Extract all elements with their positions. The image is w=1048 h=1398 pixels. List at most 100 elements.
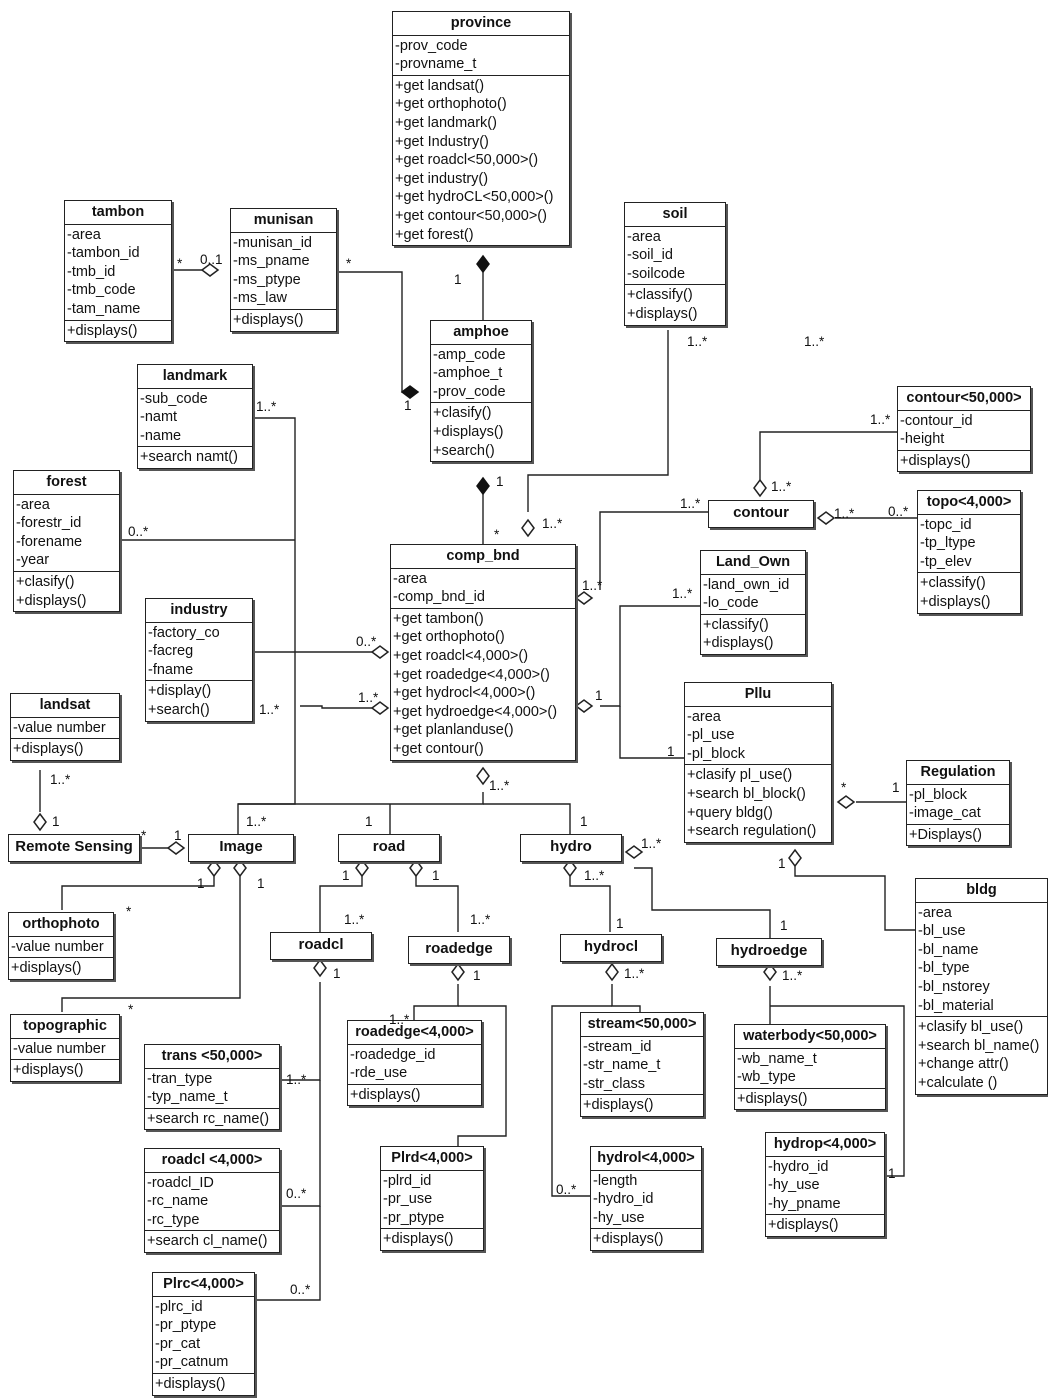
multiplicity-label: 1..* bbox=[782, 968, 803, 983]
class-munisan[interactable]: munisan-munisan_id-ms_pname-ms_ptype-ms_… bbox=[230, 208, 337, 332]
operation-row: +change attr() bbox=[918, 1056, 1009, 1073]
class-attributes: -area-pl_use-pl_block bbox=[685, 707, 831, 766]
class-land-own[interactable]: Land_Own-land_own_id-lo_code+classify()+… bbox=[700, 550, 806, 655]
class-topographic[interactable]: topographic-value number+displays() bbox=[10, 1014, 120, 1082]
attribute-row: -wb_type bbox=[737, 1069, 796, 1086]
class-stream-50000[interactable]: stream<50,000>-stream_id-str_name_t-str_… bbox=[580, 1012, 704, 1117]
attribute-row: -pr_use bbox=[383, 1191, 433, 1208]
class-plrd-4000[interactable]: Plrd<4,000>-plrd_id-pr_use-pr_ptype+disp… bbox=[380, 1146, 484, 1251]
class-name: Land_Own bbox=[701, 551, 805, 575]
multiplicity-label: 1..* bbox=[641, 836, 662, 851]
multiplicity-label: 1..* bbox=[771, 479, 792, 494]
class-landmark[interactable]: landmark-sub_code-namt-name+search namt(… bbox=[137, 364, 253, 469]
operation-row: +displays() bbox=[703, 635, 774, 652]
multiplicity-label: 1..* bbox=[804, 334, 825, 349]
operation-row: +classify() bbox=[627, 287, 693, 304]
class-attributes: -area-comp_bnd_id bbox=[391, 569, 575, 609]
class-topo-4000[interactable]: topo<4,000>-topc_id-tp_ltype-tp_elev+cla… bbox=[917, 490, 1021, 614]
class-orthophoto[interactable]: orthophoto-value number+displays() bbox=[8, 912, 114, 980]
class-name: orthophoto bbox=[9, 913, 113, 937]
multiplicity-label: 1 bbox=[595, 688, 603, 703]
class-province[interactable]: province-prov_code-provname_t+get landsa… bbox=[392, 11, 570, 247]
class-hydrol-4000[interactable]: hydrol<4,000>-length-hydro_id-hy_use+dis… bbox=[590, 1146, 702, 1251]
operation-row: +displays() bbox=[16, 592, 87, 609]
attribute-row: -plrd_id bbox=[383, 1172, 432, 1189]
multiplicity-label: 1 bbox=[580, 814, 588, 829]
class-hydrop-4000[interactable]: hydrop<4,000>-hydro_id-hy_use-hy_pname+d… bbox=[765, 1132, 885, 1237]
attribute-row: -stream_id bbox=[583, 1038, 652, 1055]
box-roadedge[interactable]: roadedge bbox=[408, 936, 510, 964]
class-soil[interactable]: soil-area-soil_id-soilcode+classify()+di… bbox=[624, 202, 726, 326]
class-tambon[interactable]: tambon-area-tambon_id-tmb_id-tmb_code-ta… bbox=[64, 200, 172, 343]
class-name: munisan bbox=[231, 209, 336, 233]
operation-row: +displays() bbox=[11, 960, 82, 977]
class-attributes: -sub_code-namt-name bbox=[138, 389, 252, 448]
box-image[interactable]: Image bbox=[188, 834, 294, 862]
class-forest[interactable]: forest-area-forestr_id-forename-year+cla… bbox=[13, 470, 120, 613]
class-amphoe[interactable]: amphoe-amp_code-amphoe_t-prov_code+clasi… bbox=[430, 320, 532, 463]
class-regulation[interactable]: Regulation-pl_block-image_cat+Displays() bbox=[906, 760, 1010, 847]
class-comp-bnd[interactable]: comp_bnd-area-comp_bnd_id+get tambon()+g… bbox=[390, 544, 576, 761]
box-image-label: Image bbox=[219, 838, 263, 855]
class-plrc-4000[interactable]: Plrc<4,000>-plrc_id-pr_ptype-pr_cat-pr_c… bbox=[152, 1272, 255, 1396]
class-roadcl-4000[interactable]: roadcl <4,000>-roadcl_ID-rc_name-rc_type… bbox=[144, 1148, 280, 1253]
multiplicity-label: * bbox=[128, 1002, 134, 1017]
operation-row: +get landmark() bbox=[395, 114, 497, 131]
class-name: comp_bnd bbox=[391, 545, 575, 569]
box-contour[interactable]: contour bbox=[708, 500, 814, 528]
box-road[interactable]: road bbox=[338, 834, 440, 862]
attribute-row: -area bbox=[627, 228, 661, 245]
attribute-row: -tam_name bbox=[67, 300, 141, 317]
box-hydro[interactable]: hydro bbox=[520, 834, 622, 862]
class-attributes: -value number bbox=[11, 718, 119, 740]
class-industry[interactable]: industry-factory_co-facreg-fname+display… bbox=[145, 598, 253, 722]
class-pllu[interactable]: Pllu-area-pl_use-pl_block+clasify pl_use… bbox=[684, 682, 832, 843]
box-hydrocl[interactable]: hydrocl bbox=[560, 934, 662, 962]
operation-row: +displays() bbox=[920, 593, 991, 610]
class-attributes: -area-tambon_id-tmb_id-tmb_code-tam_name bbox=[65, 225, 171, 321]
class-landsat[interactable]: landsat-value number+displays() bbox=[10, 693, 120, 761]
operation-row: +displays() bbox=[67, 322, 138, 339]
multiplicity-label: 1..* bbox=[680, 496, 701, 511]
box-roadcl[interactable]: roadcl bbox=[270, 932, 372, 960]
class-name: topographic bbox=[11, 1015, 119, 1039]
attribute-row: -area bbox=[16, 496, 50, 513]
operation-row: +displays() bbox=[737, 1090, 808, 1107]
class-operations: +displays() bbox=[381, 1229, 483, 1250]
class-operations: +displays() bbox=[898, 451, 1030, 472]
class-operations: +clasify()+displays()+search() bbox=[431, 403, 531, 461]
class-roadedge-4000[interactable]: roadedge<4,000>-roadedge_id-rde_use+disp… bbox=[347, 1020, 482, 1107]
multiplicity-label: 1 bbox=[342, 868, 350, 883]
multiplicity-label: 1..* bbox=[470, 912, 491, 927]
class-operations: +displays() bbox=[735, 1089, 885, 1110]
multiplicity-label: 1..* bbox=[870, 412, 891, 427]
class-trans-50000[interactable]: trans <50,000>-tran_type-typ_name_t+sear… bbox=[144, 1044, 280, 1131]
class-bldg[interactable]: bldg-area-bl_use-bl_name-bl_type-bl_nsto… bbox=[915, 878, 1048, 1095]
box-road-label: road bbox=[372, 838, 406, 855]
attribute-row: -value number bbox=[13, 1040, 106, 1057]
box-remote-sensing[interactable]: Remote Sensing bbox=[8, 834, 140, 862]
class-attributes: -tran_type-typ_name_t bbox=[145, 1069, 279, 1109]
multiplicity-label: 1..* bbox=[259, 702, 280, 717]
multiplicity-label: * bbox=[494, 527, 500, 542]
multiplicity-label: 1 bbox=[52, 814, 60, 829]
class-waterbody-50000[interactable]: waterbody<50,000>-wb_name_t-wb_type+disp… bbox=[734, 1024, 886, 1111]
operation-row: +get forest() bbox=[395, 226, 474, 243]
multiplicity-label: 1..* bbox=[687, 334, 708, 349]
box-contour-label: contour bbox=[733, 504, 789, 521]
multiplicity-label: 1..* bbox=[286, 1072, 307, 1087]
attribute-row: -pl_block bbox=[909, 786, 968, 803]
multiplicity-label: 0..* bbox=[556, 1182, 577, 1197]
attribute-row: -pl_block bbox=[687, 745, 746, 762]
class-attributes: -contour_id-height bbox=[898, 411, 1030, 451]
class-name: tambon bbox=[65, 201, 171, 225]
operation-row: +search bl_block() bbox=[687, 785, 806, 802]
class-operations: +displays() bbox=[65, 321, 171, 342]
multiplicity-label: 1 bbox=[667, 744, 675, 759]
multiplicity-label: 0..1 bbox=[200, 252, 223, 267]
attribute-row: -land_own_id bbox=[703, 576, 790, 593]
class-contour-50000[interactable]: contour<50,000>-contour_id-height+displa… bbox=[897, 386, 1031, 473]
multiplicity-label: 1..* bbox=[672, 586, 693, 601]
class-attributes: -hydro_id-hy_use-hy_pname bbox=[766, 1157, 884, 1216]
box-hydroedge[interactable]: hydroedge bbox=[716, 938, 822, 966]
